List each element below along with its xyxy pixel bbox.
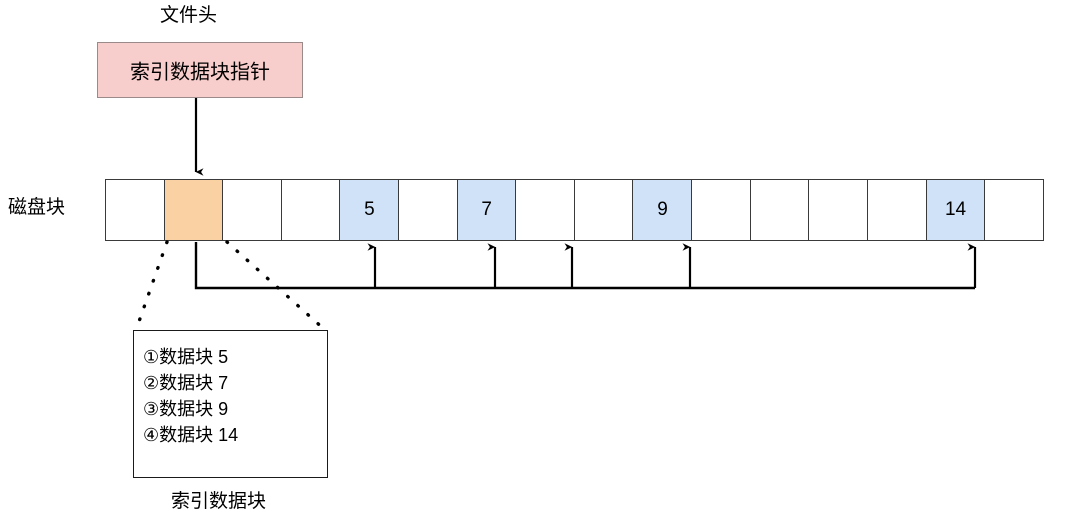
disk-cell-empty [691,179,752,241]
index-bus-line [194,242,975,290]
expansion-dotted-line-right [225,240,327,332]
disk-cell-empty [280,179,341,241]
file-header-label: 文件头 [160,5,218,26]
disk-cell-empty [105,179,165,241]
disk-cell-empty [573,179,634,241]
disk-cell-empty [866,179,927,241]
expansion-dotted-line-left [134,240,169,332]
disk-block-row-label: 磁盘块 [8,197,66,218]
disk-cell-index-block [163,179,224,241]
index-data-block-box: ①数据块 5 ②数据块 7 ③数据块 9 ④数据块 14 [133,330,328,478]
disk-cell-empty [749,179,810,241]
disk-cell-empty [515,179,576,241]
index-block-entry: ②数据块 7 [143,372,229,393]
disk-cell-data-block: 5 [339,179,400,241]
disk-cell-data-block: 9 [632,179,693,241]
index-block-entry: ①数据块 5 [143,347,229,367]
disk-cell-data-block: 14 [925,179,986,241]
disk-cell-empty [222,179,283,241]
disk-cell-empty [398,179,459,241]
index-pointer-box: 索引数据块指针 [97,42,303,98]
disk-cell-empty [984,179,1045,241]
index-pointer-box-label: 索引数据块指针 [130,61,270,84]
index-data-block-caption: 索引数据块 [171,491,267,512]
index-block-entry: ③数据块 9 [143,398,229,419]
index-block-entry: ④数据块 14 [143,424,239,445]
disk-cell-empty [808,179,869,241]
disk-cell-data-block: 7 [456,179,517,241]
